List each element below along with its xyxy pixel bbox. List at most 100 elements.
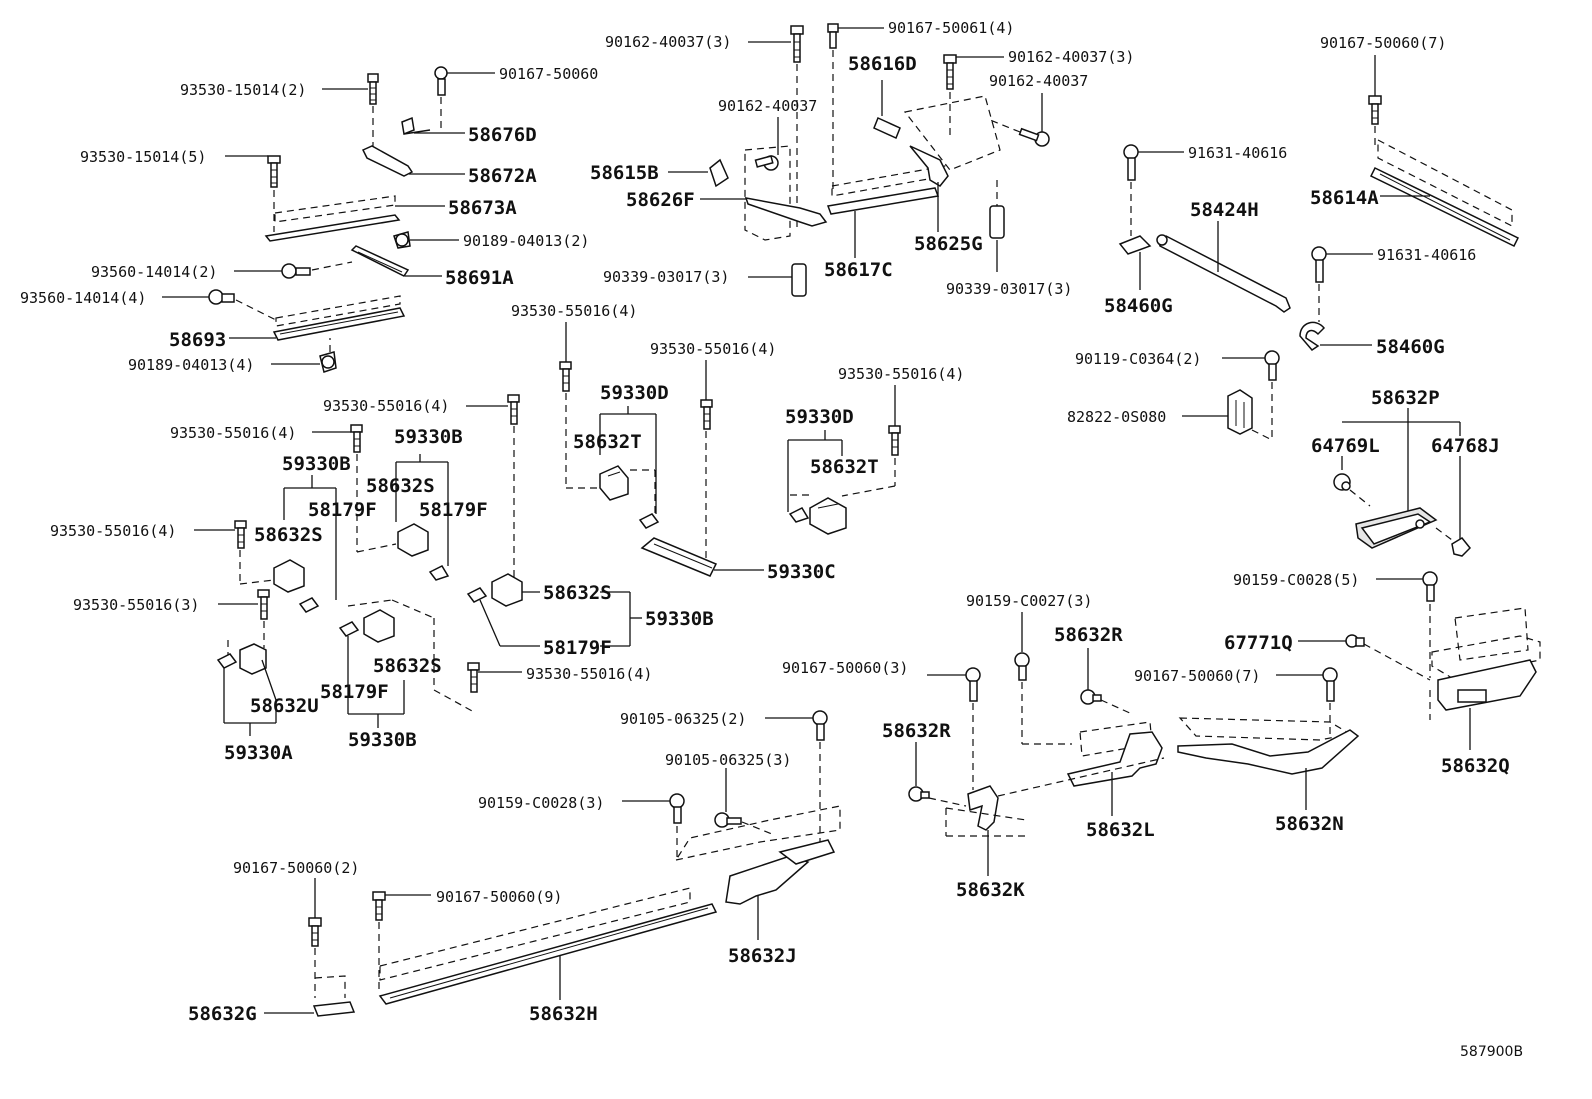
clip-icon (1345, 634, 1365, 648)
screw-icon (790, 25, 804, 63)
bracket-58632s-part (363, 609, 395, 643)
bracket-58632u-part (239, 643, 267, 675)
callout-93530-15014-2: 93530-15014(2) (180, 81, 306, 99)
trim-58617c-part (826, 165, 946, 215)
callout-93530-55016-4: 93530-55016(4) (323, 397, 449, 415)
bolt-icon (434, 66, 448, 96)
callout-58693: 58693 (169, 329, 226, 351)
callout-58626f: 58626F (626, 189, 695, 211)
clip-icon (638, 513, 660, 529)
callout-58632s: 58632S (254, 524, 323, 546)
screw-icon (559, 361, 572, 392)
trim-58625g-part (903, 95, 1001, 187)
screw-icon (1368, 95, 1382, 125)
callout-59330d: 59330D (785, 406, 854, 428)
callout-93530-55016-4: 93530-55016(4) (838, 365, 964, 383)
bolt-icon (281, 263, 311, 279)
callout-90167-50060-7: 90167-50060(7) (1134, 667, 1260, 685)
callout-58614a: 58614A (1310, 187, 1379, 209)
callout-58632u: 58632U (250, 695, 319, 717)
clip-icon (466, 587, 488, 603)
clip-icon (428, 565, 450, 581)
callout-58615b: 58615B (590, 162, 659, 184)
callout-90162-40037-3: 90162-40037(3) (605, 33, 731, 51)
plate-59330c-part (640, 537, 718, 577)
callout-59330d: 59330D (600, 382, 669, 404)
callout-90167-50060: 90167-50060 (499, 65, 598, 83)
callout-58632g: 58632G (188, 1003, 257, 1025)
callout-58632q: 58632Q (1441, 755, 1510, 777)
callout-59330b: 59330B (282, 453, 351, 475)
callout-58632s: 58632S (543, 582, 612, 604)
callout-90159-c0028-5: 90159-C0028(5) (1233, 571, 1359, 589)
clip-icon (788, 507, 810, 523)
bracket-58632s-part (397, 523, 429, 557)
screw-icon (507, 394, 520, 425)
clip-icon (393, 231, 411, 249)
bracket-58632t-part (599, 465, 629, 501)
callout-58632r: 58632R (882, 720, 951, 742)
clip-58616d-part (873, 116, 901, 140)
callout-82822-0s080: 82822-0S080 (1067, 408, 1166, 426)
callout-59330b: 59330B (645, 608, 714, 630)
bolt-icon (669, 793, 685, 824)
callout-90167-50060-7: 90167-50060(7) (1320, 34, 1446, 52)
callout-90167-50061-4: 90167-50061(4) (888, 19, 1014, 37)
callout-90105-06325-3: 90105-06325(3) (665, 751, 791, 769)
callout-58460g: 58460G (1104, 295, 1173, 317)
bolt-icon (965, 667, 981, 702)
screw-icon (827, 23, 839, 49)
callout-58632j: 58632J (728, 945, 797, 967)
callout-64769l: 64769L (1311, 435, 1380, 457)
callout-90105-06325-2: 90105-06325(2) (620, 710, 746, 728)
screw-icon (467, 662, 480, 693)
callout-58691a: 58691A (445, 267, 514, 289)
callout-59330b: 59330B (394, 426, 463, 448)
bolt-icon (812, 710, 828, 741)
callout-59330b: 59330B (348, 729, 417, 751)
end-cap-58632g-part (312, 975, 356, 1017)
sill-strip-58632h-part (378, 887, 718, 1005)
bracket-58632s-part (273, 559, 305, 593)
callout-58632p: 58632P (1371, 387, 1440, 409)
spacer-icon (791, 263, 807, 297)
spacer-icon (989, 205, 1005, 239)
callout-93530-55016-3: 93530-55016(3) (73, 596, 199, 614)
bolt-icon (208, 289, 235, 305)
bolt-icon (1264, 350, 1280, 381)
bolt-icon (1014, 652, 1030, 681)
figure-code: 587900B (1460, 1044, 1523, 1060)
grommet-64769l-part (1333, 473, 1351, 491)
callout-91631-40616: 91631-40616 (1188, 144, 1287, 162)
callout-58179f: 58179F (543, 637, 612, 659)
connector-82822-part (1227, 389, 1253, 435)
callout-90162-40037: 90162-40037 (718, 97, 817, 115)
sill-strip-58614a-part (1369, 139, 1520, 248)
retainer-58691a-part (350, 245, 410, 277)
garnish-58632n-part (1177, 717, 1360, 775)
bolt-icon (1123, 144, 1139, 181)
callout-58632k: 58632K (956, 879, 1025, 901)
screw-icon (257, 589, 270, 620)
callout-58676d: 58676D (468, 124, 537, 146)
callout-91631-40616: 91631-40616 (1377, 246, 1476, 264)
screw-icon (234, 520, 247, 549)
bolt-icon (1322, 667, 1338, 702)
drawing-layer (162, 23, 1541, 1017)
callout-58672a: 58672A (468, 165, 537, 187)
clip-icon (319, 351, 337, 373)
callout-90167-50060-9: 90167-50060(9) (436, 888, 562, 906)
trim-58626f-part (744, 145, 828, 241)
bracket-58672a-part (361, 145, 414, 177)
callout-58632s: 58632S (373, 655, 442, 677)
clip-58615b-part (709, 158, 729, 188)
screw-icon (267, 155, 281, 188)
screw-icon (367, 73, 379, 105)
callout-58632h: 58632H (529, 1003, 598, 1025)
sill-strip-58673a-part (264, 195, 401, 242)
clip-64768j-part (1451, 537, 1472, 557)
bracket-58632j-part (674, 805, 841, 905)
bolt-icon (1311, 246, 1327, 283)
callout-67771q: 67771Q (1224, 632, 1293, 654)
callout-58179f: 58179F (308, 499, 377, 521)
